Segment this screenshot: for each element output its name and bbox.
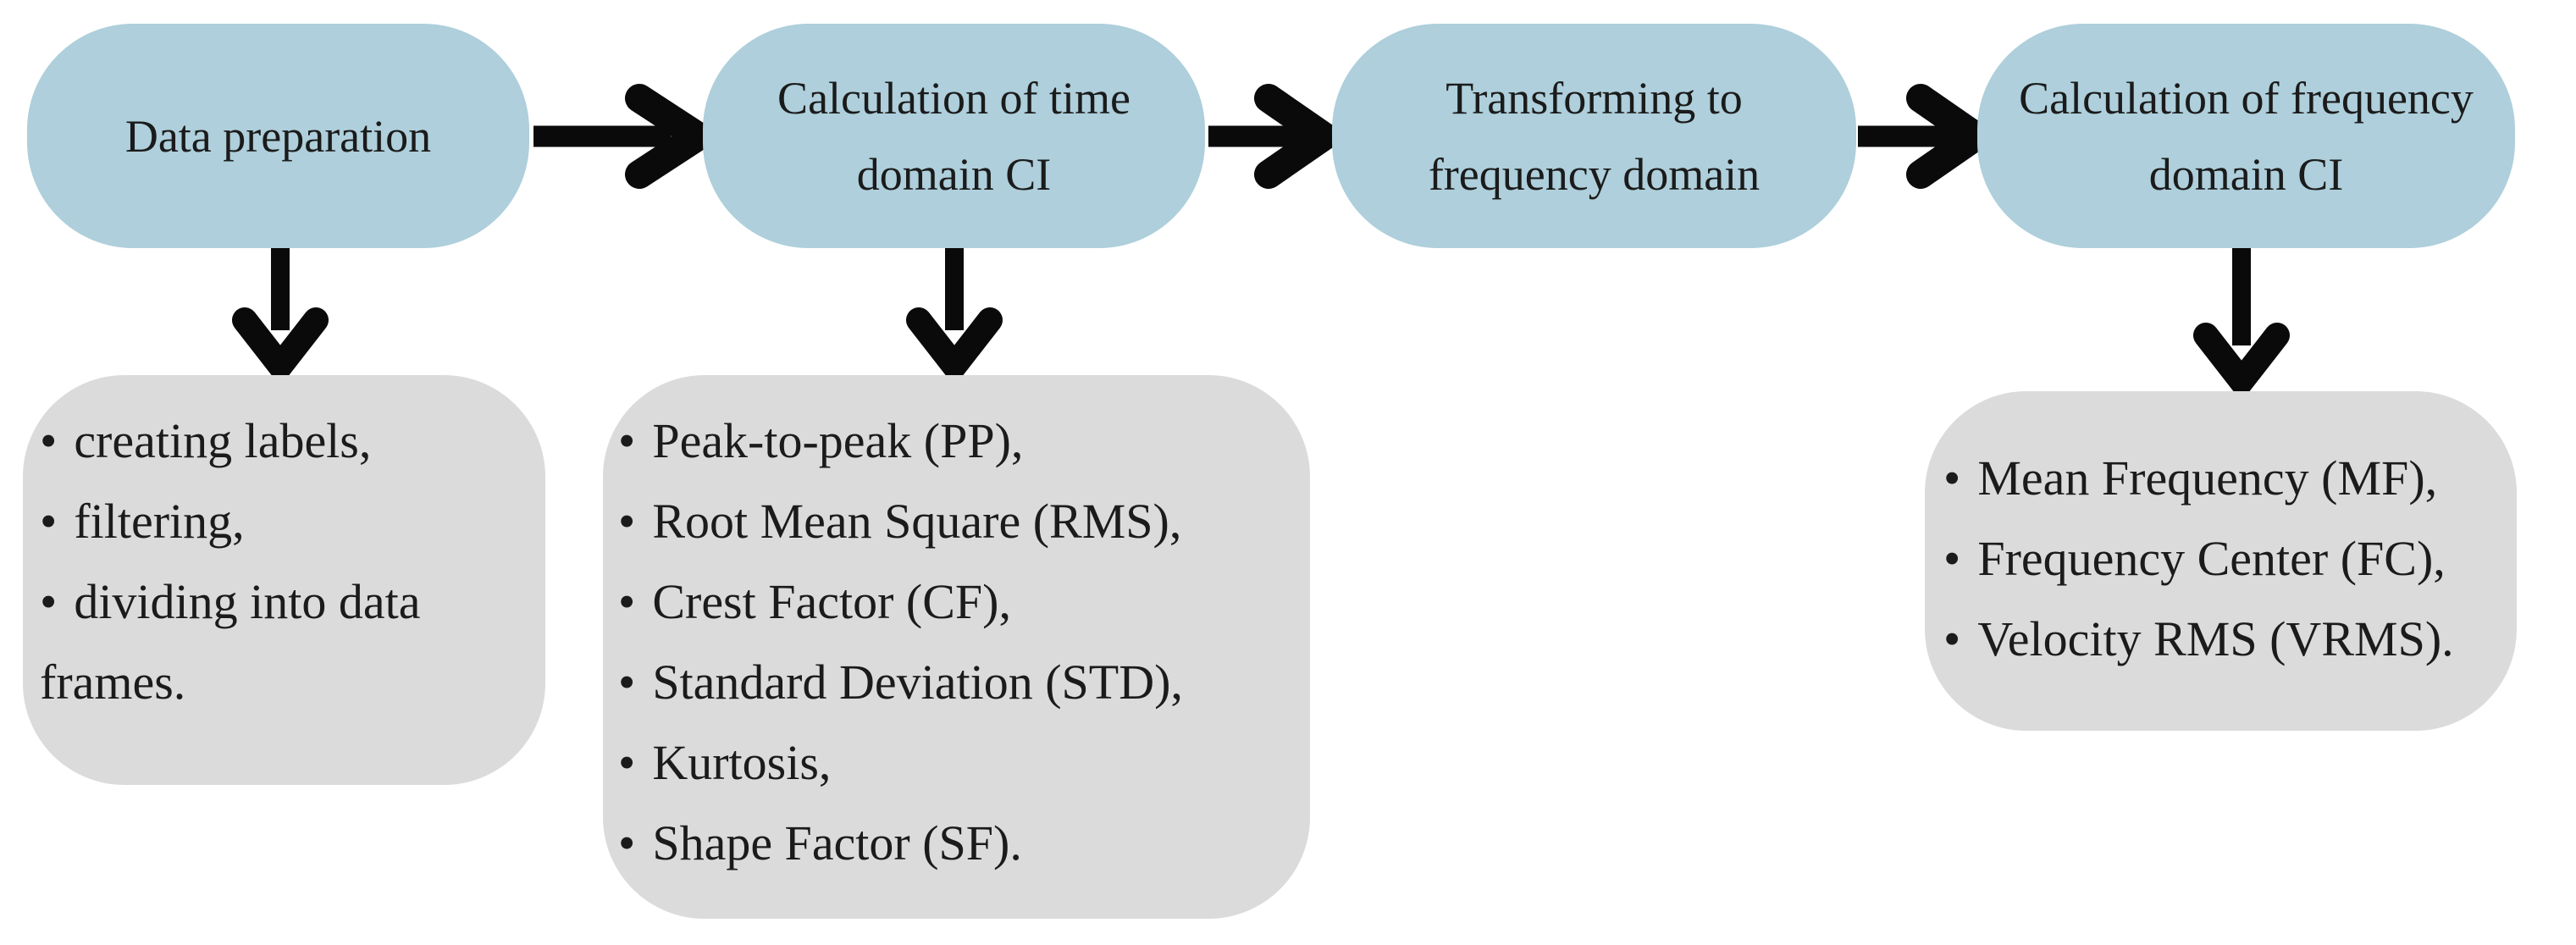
bullet-text: filtering, — [74, 494, 245, 549]
bullet-text: creating labels, — [74, 413, 372, 468]
arrow-head — [906, 307, 1003, 387]
bullet-item: • Standard Deviation (STD), — [618, 642, 1297, 722]
details-time-domain-ci: • Peak-to-peak (PP), • Root Mean Square (R… — [603, 375, 1310, 919]
arrow-right-3 — [1858, 84, 2001, 189]
arrow-head — [1254, 84, 1349, 189]
details-data-preparation: •creating labels, •filtering, •dividing … — [23, 375, 545, 785]
arrow-down-2 — [906, 248, 1003, 387]
arrow-head — [625, 84, 725, 189]
bullet-item: •dividing into data frames. — [40, 561, 524, 722]
bullet-dot: • — [618, 413, 636, 468]
bullet-text: Frequency Center (FC), — [1977, 531, 2446, 586]
bullet-text: Crest Factor (CF), — [652, 574, 1011, 629]
bullet-item: • Shape Factor (SF). — [618, 803, 1297, 883]
step-transform-frequency-domain: Transforming to frequency domain — [1332, 24, 1856, 248]
step-label: Calculation of time domain CI — [777, 72, 1130, 200]
bullet-dot: • — [618, 655, 636, 710]
bullet-item: • Mean Frequency (MF), — [1943, 438, 2504, 518]
details-frequency-domain-ci: • Mean Frequency (MF), • Frequency Center … — [1925, 391, 2517, 731]
bullet-item: • Crest Factor (CF), — [618, 561, 1297, 642]
bullet-dot: • — [1943, 611, 1961, 666]
arrow-head — [2193, 323, 2290, 402]
bullet-text: Peak-to-peak (PP), — [652, 413, 1024, 468]
bullet-text: dividing into data frames. — [40, 574, 421, 710]
step-label: Data preparation — [124, 110, 432, 162]
step-frequency-domain-ci: Calculation of frequency domain CI — [1977, 24, 2515, 248]
bullet-item: • Kurtosis, — [618, 722, 1297, 803]
bullet-dot: • — [618, 735, 636, 790]
bullet-dot: • — [1943, 531, 1961, 586]
bullet-item: • Frequency Center (FC), — [1943, 518, 2504, 599]
bullet-item: • Root Mean Square (RMS), — [618, 481, 1297, 561]
arrow-head — [1906, 84, 2001, 189]
bullet-text: Mean Frequency (MF), — [1977, 450, 2438, 506]
step-label: Transforming to frequency domain — [1428, 72, 1761, 200]
bullet-dot: • — [40, 574, 58, 629]
bullet-dot: • — [40, 494, 58, 549]
arrow-right-1 — [533, 84, 725, 189]
bullet-text: Root Mean Square (RMS), — [652, 494, 1182, 549]
bullet-dot: • — [618, 815, 636, 870]
bullet-dot: • — [40, 413, 58, 468]
arrow-right-2 — [1208, 84, 1349, 189]
bullet-text: Standard Deviation (STD), — [652, 655, 1183, 710]
bullet-dot: • — [618, 494, 636, 549]
step-data-preparation: Data preparation — [27, 24, 529, 248]
bullet-item: • Peak-to-peak (PP), — [618, 401, 1297, 481]
arrow-down-4 — [2193, 248, 2290, 402]
arrow-head — [232, 307, 329, 387]
bullet-item: • filtering, — [40, 481, 524, 561]
bullet-item: • creating labels, — [40, 401, 524, 481]
arrow-down-1 — [232, 248, 329, 387]
bullet-dot: • — [1943, 450, 1961, 506]
bullet-text: Shape Factor (SF). — [652, 815, 1022, 870]
step-label: Calculation of frequency domain CI — [2019, 72, 2474, 200]
step-time-domain-ci: Calculation of time domain CI — [703, 24, 1205, 248]
bullet-dot: • — [618, 574, 636, 629]
bullet-text: Velocity RMS (VRMS). — [1977, 611, 2454, 666]
bullet-text: Kurtosis, — [652, 735, 832, 790]
bullet-item: • Velocity RMS (VRMS). — [1943, 599, 2504, 679]
